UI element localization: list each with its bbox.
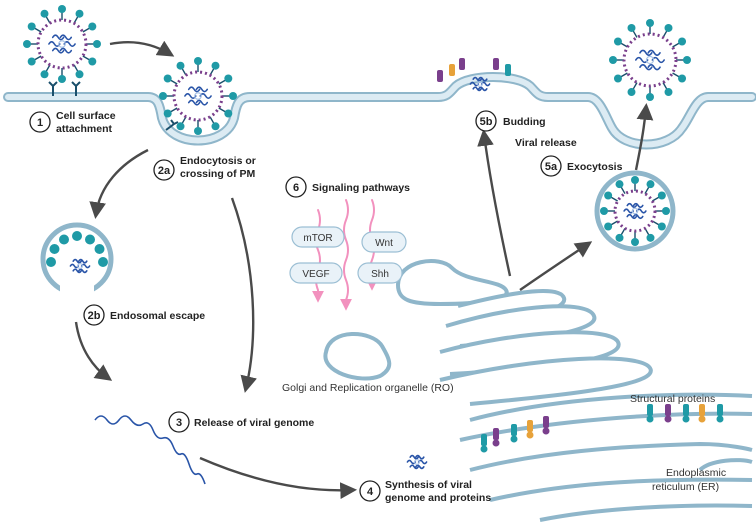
step-2b: 2b Endosomal escape <box>83 304 205 326</box>
pathway-mtor <box>291 226 345 248</box>
arrow-to-budding <box>477 129 512 277</box>
er-label-line1: Endoplasmic <box>666 467 726 479</box>
svg-text:4: 4 <box>367 486 374 498</box>
step-6-label: Signaling pathways <box>312 182 410 194</box>
pathway-vegf <box>289 262 343 284</box>
step-3-label: Release of viral genome <box>194 417 314 429</box>
pathway-wnt-label: Wnt <box>375 238 393 249</box>
receptors <box>48 81 179 131</box>
pathway-shh-label: Shh <box>371 269 389 280</box>
endoplasmic-reticulum <box>459 392 753 522</box>
svg-text:1: 1 <box>37 117 43 129</box>
plasma-membrane <box>3 72 756 150</box>
step-2b-label: Endosomal escape <box>110 310 205 322</box>
step-4: 4 Synthesis of viral genome and proteins <box>359 479 491 504</box>
arrow-to-endosome <box>89 148 149 219</box>
step-4-label: Synthesis of viral <box>385 479 472 491</box>
endosome <box>40 222 114 296</box>
pathway-wnt <box>361 231 407 253</box>
synthesized-genome <box>406 454 428 470</box>
flow-arrows <box>74 40 654 499</box>
svg-text:crossing of PM: crossing of PM <box>180 168 256 180</box>
pathway-shh <box>357 262 403 284</box>
step-5a-label: Exocytosis <box>567 161 623 173</box>
viral-genome-strand <box>94 415 206 485</box>
step-5b-label: Budding <box>503 116 546 128</box>
budding-virion <box>437 58 511 92</box>
svg-text:attachment: attachment <box>56 123 113 135</box>
svg-text:5b: 5b <box>480 116 493 128</box>
arrow-endosome-to-genome <box>74 321 113 381</box>
pathway-mtor-label: mTOR <box>303 233 332 244</box>
arrow-pm-to-genome <box>230 197 257 393</box>
virion-released <box>609 19 691 101</box>
arrow-to-vesicle <box>519 241 593 291</box>
virion-in-vesicle <box>594 170 676 252</box>
step-5a: 5a Exocytosis <box>540 155 623 177</box>
er-label-line2: reticulum (ER) <box>652 481 719 493</box>
step-2a-label: Endocytosis or <box>180 155 256 167</box>
svg-text:2a: 2a <box>158 165 171 177</box>
step-1: 1 Cell surface attachment <box>29 110 116 135</box>
svg-text:6: 6 <box>293 182 299 194</box>
er-structural-proteins <box>480 404 724 453</box>
pathway-vegf-label: VEGF <box>302 269 329 280</box>
svg-text:genome and proteins: genome and proteins <box>385 492 491 504</box>
svg-text:5a: 5a <box>545 161 558 173</box>
step-1-label: Cell surface <box>56 110 116 122</box>
arrow-genome-to-synthesis <box>199 456 358 499</box>
svg-text:3: 3 <box>176 417 182 429</box>
virion-attaching <box>159 57 237 135</box>
arrow-attach <box>109 40 175 57</box>
arrow-exocytosis <box>634 102 654 171</box>
step-5b: 5b Budding <box>475 110 546 132</box>
structural-proteins-label: Structural proteins <box>630 393 715 405</box>
step-6: 6 Signaling pathways <box>285 176 410 198</box>
svg-text:2b: 2b <box>88 310 101 322</box>
golgi-apparatus <box>323 259 653 406</box>
step-2a: 2a Endocytosis or crossing of PM <box>153 155 256 181</box>
golgi-label: Golgi and Replication organelle (RO) <box>282 382 454 394</box>
viral-release-label: Viral release <box>515 137 577 149</box>
step-3: 3 Release of viral genome <box>168 411 314 433</box>
virion-outside <box>23 5 101 83</box>
signaling-pathways-panel: mTOR Wnt VEGF Shh <box>289 199 407 311</box>
